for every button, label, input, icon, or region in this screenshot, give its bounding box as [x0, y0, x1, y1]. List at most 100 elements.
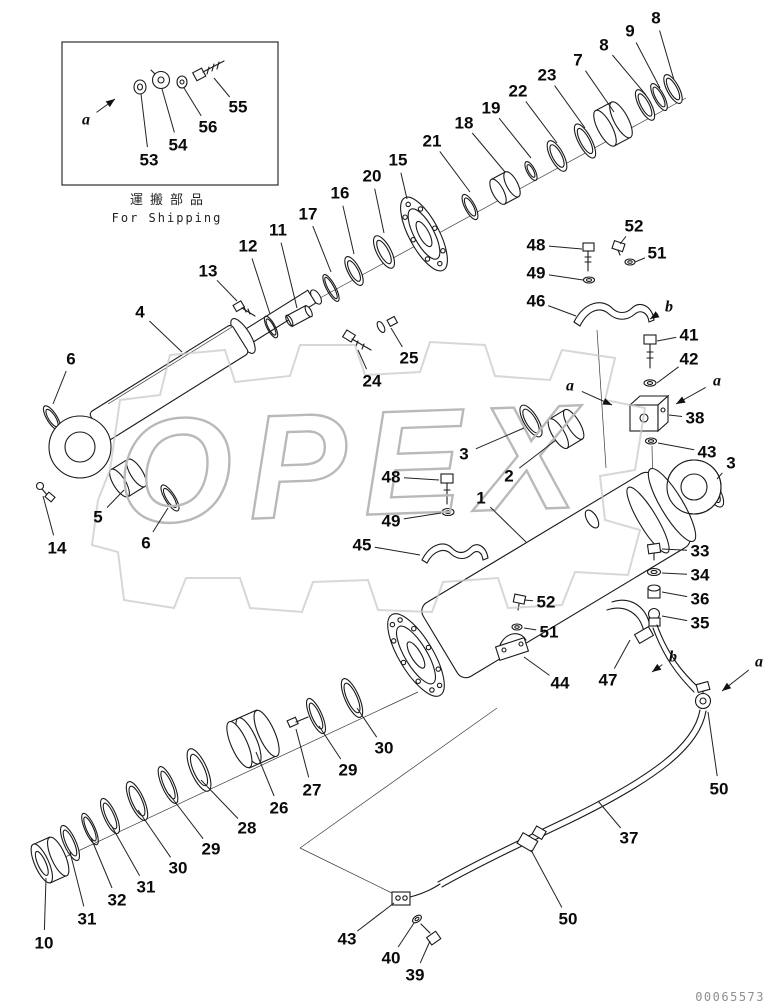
bushing-5: [109, 458, 147, 498]
callout-33: 33: [691, 542, 710, 561]
leader-line-8: [659, 30, 675, 81]
ring-31-left: [59, 824, 81, 862]
leader-line-8: [612, 54, 647, 96]
callout-16: 16: [331, 184, 350, 203]
leader-line-11: [280, 242, 298, 309]
leader-line-36: [661, 591, 688, 598]
nut-52-top: [611, 239, 626, 256]
callout-27: 27: [303, 781, 322, 800]
leader-line-14: [42, 495, 55, 536]
callout-15: 15: [389, 151, 408, 170]
callout-55: 55: [229, 98, 248, 117]
callout-29: 29: [339, 761, 358, 780]
callout-10: 10: [35, 934, 54, 953]
callout-42: 42: [680, 350, 699, 369]
leader-line-9: [635, 42, 661, 89]
leader-line-48: [548, 245, 583, 250]
leader-line-22: [525, 101, 558, 144]
ring-28: [186, 748, 212, 792]
callout-51: 51: [648, 244, 667, 263]
leader-line-15: [400, 172, 408, 200]
head-flange: [387, 613, 445, 697]
callout-31: 31: [137, 878, 156, 897]
doc-number: 00065573: [695, 990, 765, 1004]
callout-43: 43: [698, 443, 717, 462]
callout-layer: 89872322191821152016171112134655565453a2…: [35, 9, 763, 985]
leader-line-47: [613, 639, 631, 669]
washer-42: [643, 379, 657, 387]
leader-line-31: [110, 824, 141, 876]
leader-line-1: [489, 506, 527, 543]
snap-ring-32: [81, 812, 99, 846]
leader-line-53: [140, 93, 148, 148]
callout-36: 36: [691, 590, 710, 609]
callout-8: 8: [599, 36, 608, 55]
leader-line-52: [619, 235, 627, 245]
leader-line-49: [403, 512, 442, 520]
leader-line-50: [530, 849, 563, 908]
ring-8-right: [663, 74, 683, 104]
washer-56: [176, 75, 188, 89]
callout-b: b: [669, 649, 677, 666]
arrowhead-b: [652, 663, 662, 672]
leader-line-51: [634, 257, 646, 263]
leader-line-4: [149, 320, 183, 353]
leader-line-12: [251, 258, 271, 315]
watermark-text: OPEX: [114, 374, 595, 555]
snap-ring-17: [322, 274, 340, 302]
callout-40: 40: [382, 949, 401, 968]
ring-6-lower: [160, 484, 180, 512]
leader-line-10: [43, 877, 47, 931]
clamp-46: [573, 302, 655, 327]
bushing-2: [547, 408, 585, 450]
washer-53: [133, 79, 147, 95]
callout-2: 2: [504, 467, 513, 486]
leader-line-6: [52, 370, 67, 405]
callout-47: 47: [599, 671, 618, 690]
callout-3: 3: [726, 454, 735, 473]
leader-line-34: [661, 572, 688, 575]
leader-line-27: [295, 728, 310, 778]
leader-line-28: [200, 779, 239, 819]
washer-nut-25: [376, 315, 399, 334]
callout-30: 30: [375, 739, 394, 758]
cylinder-tube-part-1: [387, 459, 722, 697]
leader-line-19: [498, 117, 532, 159]
callout-3: 3: [459, 445, 468, 464]
leader-line-24: [357, 349, 368, 370]
leader-line-2: [518, 439, 557, 469]
callout-56: 56: [199, 118, 218, 137]
bolt-24: [341, 329, 372, 351]
plug-33: [646, 542, 662, 561]
clamp-45: [421, 543, 489, 564]
leader-line-43: [657, 442, 695, 451]
bushing-18: [489, 171, 521, 205]
callout-a: a: [755, 654, 763, 671]
leader-line-32: [90, 837, 113, 889]
callout-11: 11: [269, 221, 287, 240]
ring-8-left: [634, 89, 656, 121]
callout-39: 39: [406, 966, 425, 985]
hose-assembly-37: [391, 624, 712, 946]
callout-6: 6: [66, 350, 75, 369]
elbow-35: [647, 607, 661, 627]
callout-21: 21: [423, 132, 442, 151]
callout-5: 5: [93, 508, 102, 527]
leader-line-50: [707, 711, 718, 777]
leader-line-23: [554, 85, 586, 129]
callout-46: 46: [527, 292, 546, 311]
fitting-stack-33-34-36-35: [646, 542, 662, 627]
callout-48: 48: [382, 468, 401, 487]
leader-line-54: [161, 88, 175, 133]
leader-line-46: [548, 305, 577, 317]
lock-plate-54: [150, 69, 171, 90]
leader-line-16: [342, 205, 355, 255]
callout-34: 34: [691, 566, 710, 585]
leader-line-30: [356, 707, 378, 738]
leader-line-31: [69, 851, 85, 907]
ring-16: [344, 256, 364, 286]
bolt-27: [286, 716, 309, 729]
washer-51-bottom: [511, 623, 523, 631]
callout-6: 6: [141, 534, 150, 553]
